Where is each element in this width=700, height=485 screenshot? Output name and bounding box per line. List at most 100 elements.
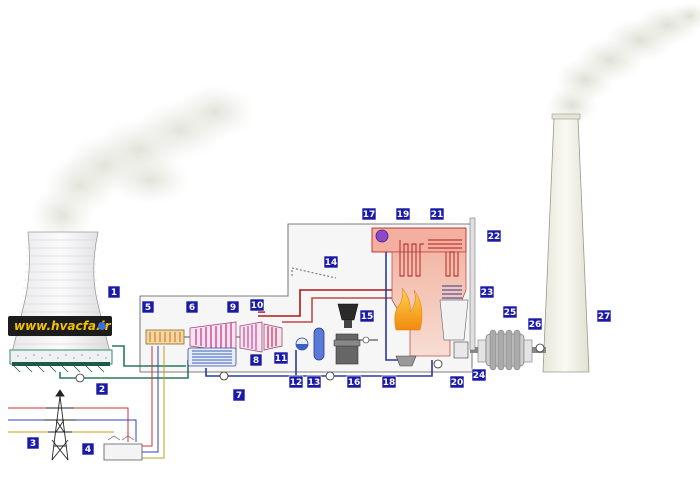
cooling-tower-legs bbox=[12, 362, 110, 366]
callout-number: 26 bbox=[529, 320, 542, 330]
callout-box bbox=[346, 375, 362, 389]
callout-number: 27 bbox=[598, 312, 611, 322]
callout-22: 22 bbox=[486, 229, 502, 243]
callout-18: 18 bbox=[381, 375, 397, 389]
high-pressure-turbine bbox=[263, 323, 283, 351]
callout-number: 21 bbox=[431, 210, 444, 220]
callout-number: 2 bbox=[99, 385, 105, 395]
callout-number: 4 bbox=[85, 445, 91, 455]
callout-box bbox=[232, 388, 246, 402]
callout-12: 12 bbox=[288, 375, 304, 389]
intermediate-pressure-turbine bbox=[239, 321, 263, 353]
callout-box bbox=[359, 309, 375, 323]
callout-7: 7 bbox=[232, 388, 246, 402]
callout-number: 17 bbox=[363, 210, 376, 220]
callout-number: 24 bbox=[473, 371, 486, 381]
callout-box bbox=[471, 368, 487, 382]
chimney-stack bbox=[542, 113, 590, 373]
callout-19: 19 bbox=[395, 207, 411, 221]
callout-number: 12 bbox=[290, 378, 303, 388]
low-pressure-turbine bbox=[189, 321, 237, 353]
callout-21: 21 bbox=[429, 207, 445, 221]
callout-box bbox=[107, 285, 121, 299]
callout-number: 6 bbox=[189, 303, 195, 313]
callout-4: 4 bbox=[81, 442, 95, 456]
callout-box bbox=[502, 305, 518, 319]
stack-smoke bbox=[546, 2, 700, 125]
callout-box bbox=[596, 309, 612, 323]
ash-hopper bbox=[395, 355, 417, 367]
callout-27: 27 bbox=[596, 309, 612, 323]
feed-pump bbox=[325, 371, 335, 381]
callout-number: 11 bbox=[275, 354, 288, 364]
callout-box bbox=[226, 300, 240, 314]
callout-box bbox=[449, 375, 465, 389]
coal-bunker bbox=[337, 303, 359, 328]
cooling-tower: www.hvacfa.ir bbox=[8, 231, 113, 373]
forced-draught-air-intake bbox=[469, 217, 476, 351]
unit-transformer bbox=[103, 435, 143, 461]
callout-box bbox=[306, 375, 322, 389]
callout-9: 9 bbox=[226, 300, 240, 314]
callout-box bbox=[527, 317, 543, 331]
transmission-pylon bbox=[44, 389, 76, 461]
callout-number: 10 bbox=[251, 301, 264, 311]
callout-number: 8 bbox=[253, 356, 259, 366]
callout-1: 1 bbox=[107, 285, 121, 299]
callout-box bbox=[81, 442, 95, 456]
induced-draught-fan bbox=[535, 343, 545, 353]
callout-box bbox=[429, 207, 445, 221]
callout-16: 16 bbox=[346, 375, 362, 389]
callout-2: 2 bbox=[95, 382, 109, 396]
callout-15: 15 bbox=[359, 309, 375, 323]
callout-box bbox=[273, 351, 289, 365]
callout-5: 5 bbox=[141, 300, 155, 314]
callout-23: 23 bbox=[479, 285, 495, 299]
callout-box bbox=[249, 298, 265, 312]
feedwater-heater bbox=[313, 327, 325, 361]
callout-number: 7 bbox=[236, 391, 242, 401]
callout-box bbox=[26, 436, 40, 450]
callout-number: 5 bbox=[145, 303, 151, 313]
callout-number: 22 bbox=[488, 232, 501, 242]
watermark-text: www.hvacfa.ir bbox=[14, 319, 112, 333]
callout-number: 15 bbox=[361, 312, 374, 322]
reheater-coils bbox=[399, 239, 462, 277]
callout-3: 3 bbox=[26, 436, 40, 450]
callout-14: 14 bbox=[323, 255, 339, 269]
deaerator bbox=[295, 337, 309, 351]
callout-number: 13 bbox=[308, 378, 321, 388]
steam-drum bbox=[375, 229, 389, 243]
callout-number: 9 bbox=[230, 303, 236, 313]
callout-box bbox=[185, 300, 199, 314]
callout-number: 25 bbox=[504, 308, 517, 318]
callout-number: 23 bbox=[481, 288, 494, 298]
callout-box bbox=[288, 375, 304, 389]
callout-11: 11 bbox=[273, 351, 289, 365]
callout-number: 20 bbox=[451, 378, 464, 388]
callout-10: 10 bbox=[249, 298, 265, 312]
cooling-tower-steam bbox=[30, 84, 255, 243]
air-preheater bbox=[439, 299, 469, 341]
callout-25: 25 bbox=[502, 305, 518, 319]
boiler bbox=[371, 217, 476, 367]
condenser bbox=[187, 347, 237, 367]
callout-number: 1 bbox=[111, 288, 117, 298]
callout-8: 8 bbox=[249, 353, 263, 367]
callout-17: 17 bbox=[361, 207, 377, 221]
callout-number: 16 bbox=[348, 378, 361, 388]
callout-number: 18 bbox=[383, 378, 396, 388]
callout-number: 14 bbox=[325, 258, 338, 268]
callout-number: 19 bbox=[397, 210, 410, 220]
callout-13: 13 bbox=[306, 375, 322, 389]
watermark-plate bbox=[8, 316, 112, 336]
callout-24: 24 bbox=[471, 368, 487, 382]
cooling-water-pump bbox=[75, 373, 85, 383]
callout-box bbox=[95, 382, 109, 396]
globe-icon bbox=[98, 322, 106, 330]
callout-26: 26 bbox=[527, 317, 543, 331]
burner-flames bbox=[394, 287, 423, 331]
cooling-tower-spray bbox=[17, 354, 107, 359]
coal-pulverizer-mill bbox=[333, 333, 378, 365]
